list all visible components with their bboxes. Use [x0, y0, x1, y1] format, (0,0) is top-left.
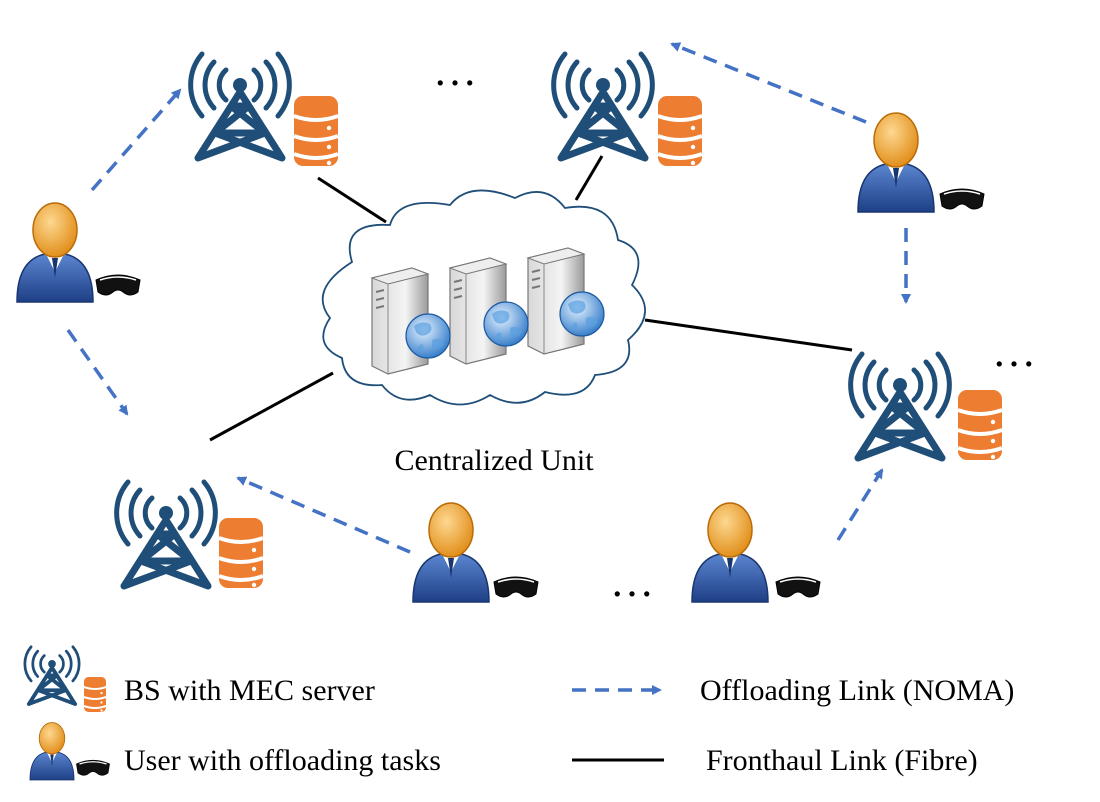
ellipsis: … [992, 327, 1036, 376]
user [857, 112, 985, 213]
user-icon [29, 722, 75, 781]
radio-tower-icon [191, 54, 290, 158]
offloading-link [236, 476, 411, 554]
centralized-unit: Centralized Unit [321, 189, 646, 477]
offloading-link [836, 468, 884, 541]
radio-tower-icon [554, 54, 653, 158]
vr-headset-icon [939, 188, 985, 210]
vr-headset-icon [75, 759, 111, 776]
legend: BS with MEC server User with offloading … [22, 644, 1014, 781]
offloading-link [90, 88, 182, 192]
user-icon [857, 112, 935, 213]
database-icon [656, 94, 704, 168]
base-station [117, 482, 265, 590]
legend-user: User with offloading tasks [29, 722, 441, 781]
fronthaul-link [644, 318, 853, 352]
centralized-unit-label: Centralized Unit [394, 444, 594, 477]
legend-user-label: User with offloading tasks [124, 744, 441, 777]
radio-tower-icon [851, 354, 950, 458]
legend-bs-label: BS with MEC server [124, 674, 375, 707]
base-station [554, 54, 704, 168]
user [412, 502, 539, 603]
database-icon [83, 676, 107, 713]
fronthaul-link [209, 371, 334, 442]
legend-bs: BS with MEC server [22, 644, 375, 713]
vr-headset-icon [95, 274, 141, 296]
globe-icon [483, 301, 529, 347]
database-icon [292, 94, 340, 168]
vr-headset-icon [775, 576, 821, 598]
user-icon [412, 502, 490, 603]
offloading-link [670, 42, 867, 124]
radio-tower-icon [22, 644, 82, 706]
ellipsis: … [433, 46, 477, 95]
globe-icon [559, 291, 605, 337]
ellipsis: … [610, 557, 654, 606]
offloading-link [66, 328, 129, 416]
legend-fronthaul: Fronthaul Link (Fibre) [572, 744, 978, 777]
database-icon [217, 516, 265, 590]
globe-icon [405, 313, 451, 359]
user [16, 202, 141, 303]
legend-fronthaul-label: Fronthaul Link (Fibre) [706, 744, 978, 777]
user-icon [16, 202, 94, 303]
fronthaul-link [574, 155, 604, 201]
fronthaul-link [317, 176, 387, 224]
offloading-links [66, 42, 911, 554]
base-station [191, 54, 340, 168]
base-station [851, 354, 1004, 462]
radio-tower-icon [117, 482, 216, 586]
legend-offloading: Offloading Link (NOMA) [572, 674, 1014, 707]
database-icon [956, 388, 1004, 462]
user [691, 502, 821, 603]
vr-headset-icon [493, 576, 539, 598]
fronthaul-links [209, 155, 853, 442]
legend-offloading-label: Offloading Link (NOMA) [700, 674, 1014, 707]
user-icon [691, 502, 769, 603]
